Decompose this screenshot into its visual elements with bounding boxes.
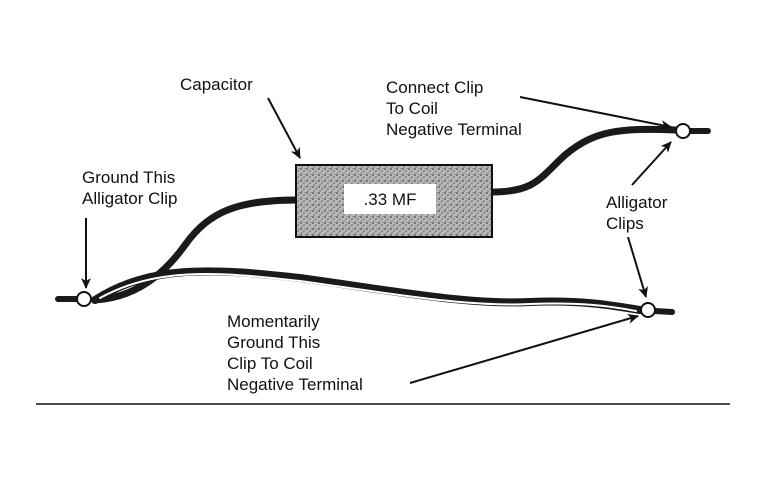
connect-line-2: To Coil <box>386 99 438 118</box>
alligator-clips <box>76 123 691 318</box>
momentary-line-4: Negative Terminal <box>227 375 363 394</box>
label-momentary: Momentarily Ground This Clip To Coil Neg… <box>227 312 363 394</box>
arrow-alligator-top <box>631 141 672 186</box>
lower-wire-outer <box>91 267 644 314</box>
arrow-momentary <box>409 314 639 384</box>
label-ground-clip: Ground This Alligator Clip <box>82 168 180 208</box>
label-capacitor: Capacitor <box>180 75 253 94</box>
wires <box>55 125 711 315</box>
arrow-capacitor <box>267 97 301 159</box>
connect-line-3: Negative Terminal <box>386 120 522 139</box>
arrow-alligator-bottom <box>627 236 648 298</box>
connect-line-1: Connect Clip <box>386 78 483 97</box>
capacitor-value: .33 MF <box>364 190 417 209</box>
right-capacitor-lead <box>488 125 680 196</box>
left-capacitor-lead <box>91 196 302 304</box>
alligator-line-1: Alligator <box>606 193 668 212</box>
momentary-line-2: Ground This <box>227 333 320 352</box>
ground-line-1: Ground This <box>82 168 175 187</box>
bottom-right-clip <box>640 302 656 318</box>
lower-wire-highlight <box>99 273 637 312</box>
momentary-line-1: Momentarily <box>227 312 320 331</box>
arrows <box>81 96 672 384</box>
left-clip <box>76 291 92 307</box>
bottom-right-clip-tail <box>652 308 675 315</box>
labels: Capacitor Connect Clip To Coil Negative … <box>82 75 672 394</box>
capacitor: .33 MF <box>295 164 493 238</box>
alligator-line-2: Clips <box>606 214 644 233</box>
ground-line-2: Alligator Clip <box>82 189 177 208</box>
label-connect-clip: Connect Clip To Coil Negative Terminal <box>386 78 522 139</box>
top-right-clip <box>675 123 691 139</box>
capacitor-value-box <box>344 184 436 214</box>
momentary-line-3: Clip To Coil <box>227 354 313 373</box>
label-alligator-clips: Alligator Clips <box>606 193 672 233</box>
arrow-connect-clip <box>519 96 672 130</box>
